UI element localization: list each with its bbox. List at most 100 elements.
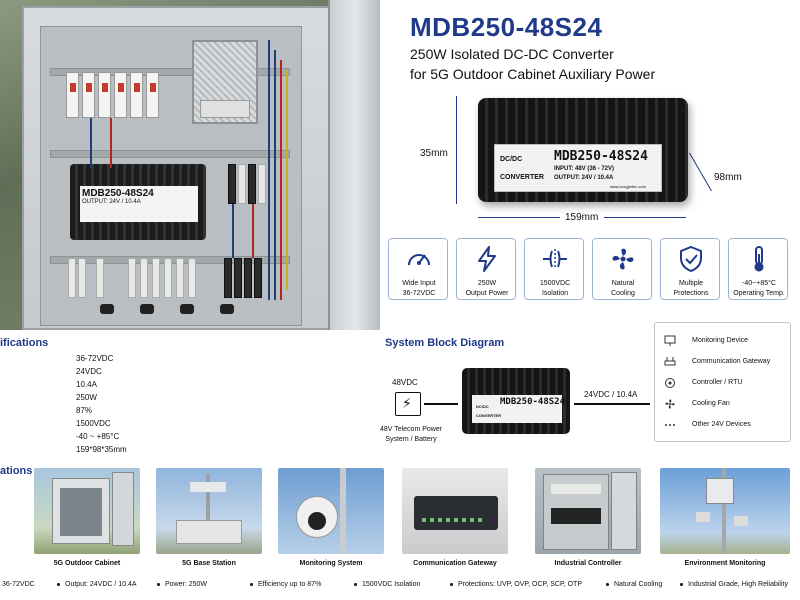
app-photo-gateway <box>402 468 508 554</box>
sensor <box>734 516 748 526</box>
panel-door <box>611 472 637 550</box>
gateway-icon <box>664 357 676 366</box>
bottom-spec-text: Protections: UVP, OVP, OCP, SCP, OTP <box>458 581 582 588</box>
height-dimension: 35mm <box>420 148 448 159</box>
width-dimension-line <box>604 217 686 218</box>
gateway-ports <box>422 518 486 522</box>
cable <box>232 204 234 258</box>
cabinet-interior <box>60 488 102 536</box>
bullet-icon <box>450 582 453 586</box>
isolation-icon <box>543 249 567 269</box>
gauge-icon <box>408 254 430 266</box>
feature-operating-temp: -40~+85°C Operating Temp. <box>728 238 788 300</box>
bottom-spec-text: Industrial Grade, High Reliability <box>688 581 788 588</box>
bottom-spec-text: Efficiency up to 87% <box>258 581 322 588</box>
cabinet-converter-label: MDB250-48S24 OUTPUT: 24V / 10.4A <box>80 186 198 222</box>
spec-operating-temp: -40 ~ +85°C <box>76 432 120 441</box>
fan-icon <box>665 399 675 409</box>
terminal-block <box>254 258 262 298</box>
app-photo-industrial-controller <box>535 468 641 554</box>
bullet-icon <box>606 582 609 586</box>
mini-output: OUTPUT: 24V / 10.4A <box>82 199 141 205</box>
width-dimension-line <box>478 217 560 218</box>
bottom-spec-text: Output: 24VDC / 10.4A <box>65 581 137 588</box>
spec-efficiency: 87% <box>76 406 93 415</box>
spec-isolation: 1500VDC <box>76 419 111 428</box>
bottom-spec-grade: Industrial Grade, High Reliability <box>680 581 788 588</box>
lightning-icon: ⚡ <box>402 395 412 411</box>
station-enclosure <box>706 478 734 504</box>
station-pole <box>722 468 726 554</box>
spec-dimensions: 159*98*35mm <box>76 445 127 454</box>
product-title: MDB250-48S24 <box>410 12 603 42</box>
bottom-spec-text: 1500VDC Isolation <box>362 581 421 588</box>
source-sublabel: System / Battery <box>385 436 437 443</box>
app-label: 5G Outdoor Cabinet <box>53 560 121 567</box>
app-label: Environment Monitoring <box>684 560 766 567</box>
bottom-spec-isolation: 1500VDC Isolation <box>354 581 420 588</box>
label-category: CONVERTER <box>500 174 544 181</box>
cabinet-photo: MDB250-48S24 OUTPUT: 24V / 10.4A <box>0 0 380 330</box>
circuit-breaker <box>98 72 111 118</box>
controller-icon <box>665 378 675 388</box>
thermometer-icon <box>754 246 764 272</box>
source-label: 48V Telecom Power <box>379 426 443 433</box>
bottom-spec-cooling: Natural Cooling <box>606 581 662 588</box>
cabinet-door <box>328 0 380 330</box>
cable <box>252 204 254 258</box>
feature-label: Wide Input <box>402 280 436 287</box>
feature-isolation: 1500VDC Isolation <box>524 238 584 300</box>
feature-sublabel: Cooling <box>611 290 635 297</box>
terminal-block <box>164 258 172 298</box>
feature-sublabel: Output Power <box>465 290 509 297</box>
din-rail <box>50 68 290 76</box>
terminal-block <box>244 258 252 298</box>
app-label: Monitoring System <box>299 560 363 567</box>
bullet-icon <box>57 582 60 586</box>
bottom-spec-text: Natural Cooling <box>614 581 663 588</box>
terminal-block <box>96 258 104 298</box>
bullet-icon <box>157 582 160 586</box>
feature-label: -40~+85°C <box>742 280 776 287</box>
load-label: Monitoring Device <box>692 337 749 344</box>
sensor <box>696 512 710 522</box>
bottom-spec-output: Output: 24VDC / 10.4A <box>57 581 137 588</box>
cable <box>90 118 92 168</box>
cable-gland <box>220 304 234 314</box>
monitor-icon <box>664 335 676 346</box>
circuit-breaker <box>130 72 143 118</box>
terminal-block <box>258 164 266 204</box>
depth-dimension: 98mm <box>714 172 742 183</box>
circuit-breaker <box>66 72 79 118</box>
cable <box>286 70 288 290</box>
circuit-breaker <box>146 72 159 118</box>
cable-gland <box>100 304 114 314</box>
terminal-block <box>224 258 232 298</box>
circuit-breaker <box>114 72 127 118</box>
feature-sublabel: Operating Temp. <box>733 290 785 297</box>
bottom-spec-efficiency: Efficiency up to 87% <box>250 581 321 588</box>
feature-label: 1500VDC <box>539 280 571 287</box>
input-arrow <box>424 403 458 405</box>
load-label: Other 24V Devices <box>692 421 751 428</box>
app-photo-monitoring <box>278 468 384 554</box>
feature-protections: Multiple Protections <box>660 238 720 300</box>
load-label: Communication Gateway <box>692 358 771 365</box>
load-label: Controller / RTU <box>692 379 743 386</box>
terminal-block <box>228 164 236 204</box>
battery-icon <box>395 392 421 416</box>
cable <box>268 40 270 300</box>
psu-label <box>200 100 250 118</box>
load-label: Cooling Fan <box>692 400 730 407</box>
terminal-block <box>152 258 160 298</box>
feature-wide-input: Wide Input 36-72VDC <box>388 238 448 300</box>
diagram-label-type: DC/DC <box>476 404 489 409</box>
applications-heading: ations <box>0 465 33 477</box>
feature-label: 250W <box>477 280 497 287</box>
bottom-spec-input: 36-72VDC <box>2 581 35 588</box>
label-input: INPUT: 48V (36 - 72V) <box>554 166 615 172</box>
terminal-block <box>78 258 86 298</box>
feature-sublabel: 36-72VDC <box>402 290 436 297</box>
diagram-label-category: CONVERTER <box>476 413 502 418</box>
cable <box>280 60 282 300</box>
